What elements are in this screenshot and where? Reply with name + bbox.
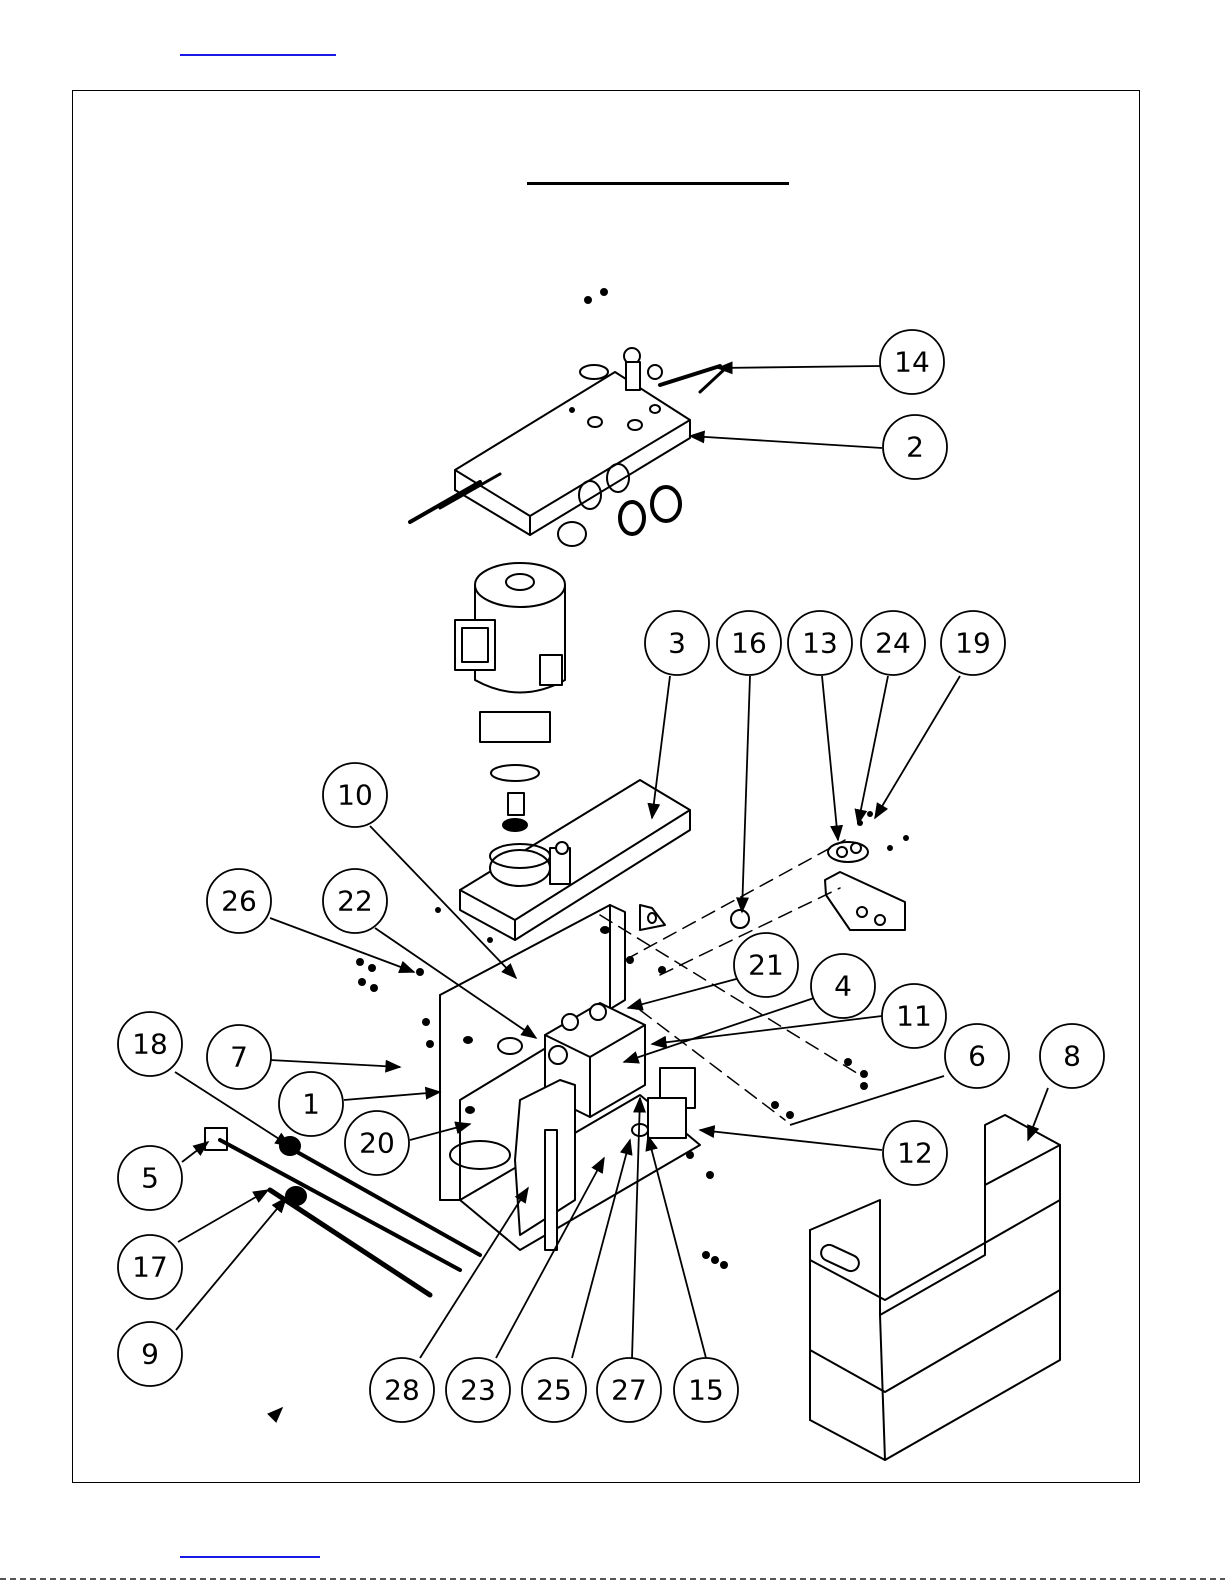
balloon-label: 23 (460, 1374, 496, 1407)
leader-6 (790, 1076, 944, 1125)
balloon-label: 24 (875, 627, 911, 660)
balloon-label: 19 (955, 627, 991, 660)
balloon-label: 13 (802, 627, 838, 660)
balloon-label: 25 (536, 1374, 572, 1407)
balloon-label: 28 (384, 1374, 420, 1407)
leader-lines (175, 366, 1048, 1410)
balloon-label: 16 (731, 627, 767, 660)
balloon-label: 3 (668, 627, 686, 660)
balloon-label: 1 (302, 1088, 320, 1121)
balloon-label: 18 (132, 1028, 168, 1061)
balloon-label: 17 (132, 1251, 168, 1284)
balloon-label: 12 (897, 1137, 933, 1170)
motor-assembly (455, 563, 565, 831)
balloon-label: 6 (968, 1040, 986, 1073)
balloon-label: 27 (611, 1374, 647, 1407)
balloon-label: 2 (906, 431, 924, 464)
balloon-label: 8 (1063, 1040, 1081, 1073)
page-bottom-edge (0, 1578, 1225, 1580)
balloon-label: 10 (337, 779, 373, 812)
balloon-label: 14 (894, 346, 930, 379)
balloon-label: 5 (141, 1162, 159, 1195)
balloon-label: 7 (230, 1041, 248, 1074)
balloon-label: 9 (141, 1338, 159, 1371)
footer-link-underline[interactable] (180, 1556, 320, 1558)
balloon-label: 22 (337, 885, 373, 918)
balloon-label: 21 (748, 949, 784, 982)
balloon-label: 15 (688, 1374, 724, 1407)
probe-rods (205, 1128, 480, 1295)
top-plate-assembly (410, 289, 728, 546)
balloon-label: 11 (896, 1000, 932, 1033)
balloon-label: 26 (221, 885, 257, 918)
balloon-label: 4 (834, 970, 852, 1003)
balloon-label: 20 (359, 1127, 395, 1160)
